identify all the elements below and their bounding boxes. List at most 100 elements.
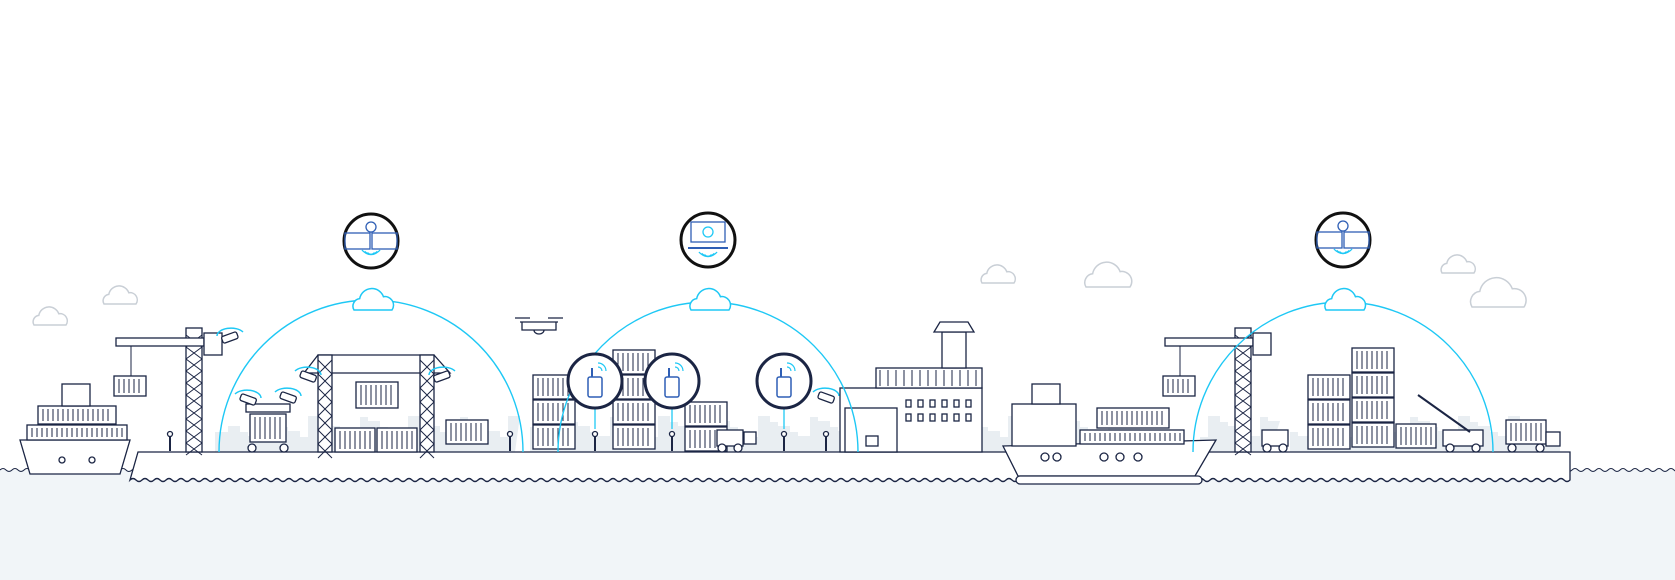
- icon-badge: [643, 352, 701, 410]
- cloud-icon: [980, 264, 1017, 284]
- worker-head: [166, 430, 174, 438]
- container-body: [1351, 347, 1395, 373]
- container-body: [1162, 375, 1196, 397]
- camera-body: [817, 391, 835, 404]
- shipping-container: [113, 375, 147, 397]
- shipping-container: [37, 405, 117, 425]
- camera-body: [433, 370, 451, 383]
- crane-truss: [1234, 346, 1252, 360]
- crane-truss: [1234, 358, 1252, 372]
- ship-bridge: [1031, 383, 1061, 405]
- monitor: [1343, 231, 1370, 249]
- cloud-icon: [102, 285, 139, 305]
- security-camera-icon: [428, 366, 456, 383]
- signal-wave: [674, 366, 680, 372]
- device-body: [776, 376, 792, 398]
- shipping-container: [26, 424, 128, 441]
- worker-icon: [668, 430, 676, 451]
- shipping-container: [1307, 374, 1351, 400]
- shipping-container: [1162, 375, 1196, 397]
- window: [965, 399, 972, 408]
- worker-icon: [780, 430, 788, 451]
- forklift-body: [716, 429, 744, 447]
- dispatcher-console-icon: [342, 212, 400, 270]
- container-body: [1351, 422, 1395, 448]
- wheel: [1535, 443, 1545, 453]
- porthole: [88, 456, 96, 464]
- quay-platform: [128, 451, 1571, 483]
- gantry-truss: [317, 429, 333, 445]
- tower-cab: [932, 321, 976, 333]
- yard-right: [1162, 327, 1561, 456]
- container-body: [684, 401, 728, 427]
- ship-superstructure: [1011, 403, 1077, 447]
- icon-badge: [342, 212, 400, 270]
- crane-truss: [185, 346, 203, 360]
- icon-badge: [566, 352, 624, 410]
- cloud-network-icon: [1324, 287, 1367, 311]
- wheel: [717, 443, 727, 453]
- camera-signal: [234, 389, 262, 399]
- worker-head: [506, 430, 514, 438]
- wheel: [1471, 443, 1481, 453]
- shipping-container: [532, 424, 576, 450]
- signal-wave: [597, 366, 603, 372]
- container-body: [1096, 407, 1170, 429]
- drone-body: [515, 317, 563, 335]
- gantry-truss: [317, 373, 333, 389]
- shipping-container: [532, 399, 576, 425]
- camera-body: [299, 370, 317, 383]
- ship-hull: [19, 439, 131, 475]
- wheel: [279, 443, 289, 453]
- gantry-truss: [317, 401, 333, 417]
- reach-stacker: [1442, 429, 1484, 447]
- window: [941, 413, 948, 422]
- container-body: [37, 405, 117, 425]
- water: [0, 470, 1675, 580]
- gantry-truss: [419, 443, 435, 459]
- crane-truss: [185, 442, 203, 456]
- gantry-truss: [419, 387, 435, 403]
- dispatcher-console-icon: [1314, 211, 1372, 269]
- shipping-container: [445, 419, 489, 445]
- shipping-container: [1395, 423, 1437, 449]
- window: [905, 413, 912, 422]
- gantry-truss: [419, 359, 435, 375]
- crane-truss: [185, 394, 203, 408]
- wheel: [1445, 443, 1455, 453]
- shipping-container: [1351, 422, 1395, 448]
- crane-truss: [1234, 418, 1252, 432]
- monitor: [344, 232, 371, 250]
- container-body: [1079, 429, 1185, 445]
- shipping-container: [1351, 397, 1395, 423]
- shipping-container: [1351, 372, 1395, 398]
- wifi-wave: [361, 249, 381, 256]
- worker-head: [822, 430, 830, 438]
- wheel: [1278, 443, 1288, 453]
- worker-icon: [822, 430, 830, 451]
- crane-truss: [1234, 406, 1252, 420]
- container-stacks-center: [532, 349, 757, 453]
- forklift-body: [1261, 429, 1289, 447]
- window: [917, 399, 924, 408]
- shipping-container: [376, 427, 418, 453]
- cargo-ship-left: [19, 383, 131, 475]
- camera-signal: [428, 366, 456, 376]
- crane-truss: [185, 358, 203, 372]
- shipping-container: [1351, 347, 1395, 373]
- container-body: [355, 381, 399, 409]
- reach-stacker-arm: [1417, 394, 1471, 433]
- worker-head: [668, 430, 676, 438]
- porthole: [1040, 452, 1050, 462]
- security-camera-icon: [216, 327, 244, 344]
- quay: [128, 451, 1571, 483]
- crane-truss: [185, 382, 203, 396]
- gantry-truss: [419, 429, 435, 445]
- shipping-container: [1307, 424, 1351, 450]
- gantry-truss: [419, 415, 435, 431]
- camera-body: [239, 393, 257, 406]
- porthole: [58, 456, 66, 464]
- skyline-block: [730, 416, 850, 452]
- wheel: [1262, 443, 1272, 453]
